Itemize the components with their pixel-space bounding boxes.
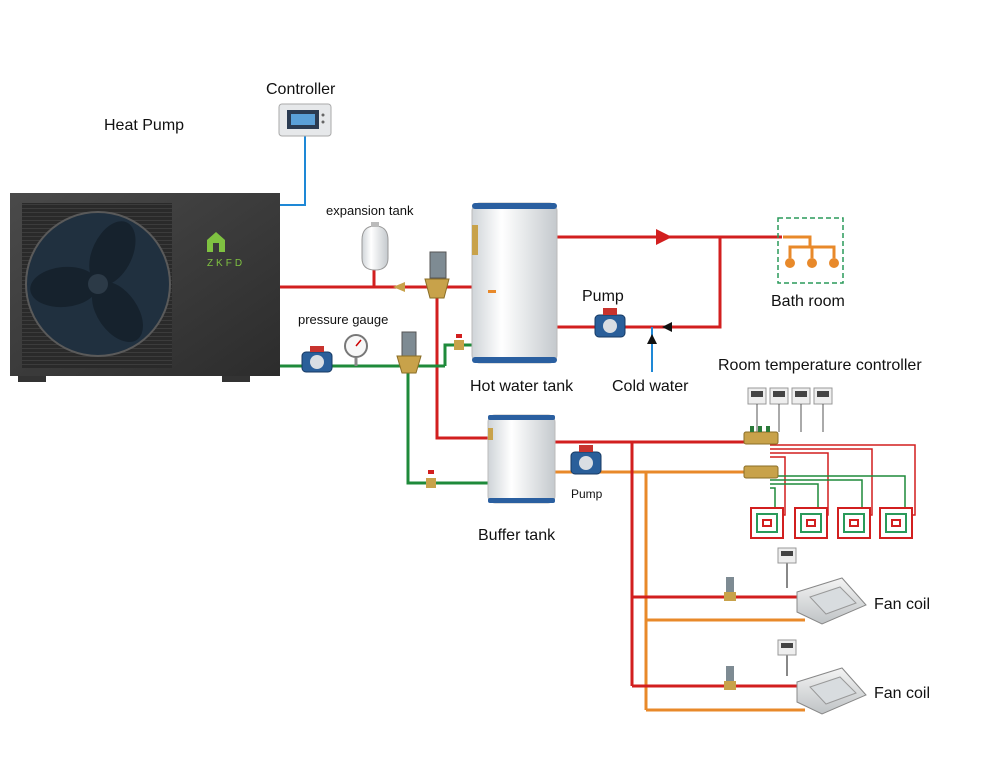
pipes	[275, 136, 916, 712]
bath-manifold	[783, 235, 812, 247]
pump-hot-water	[594, 308, 626, 338]
floor-coil-icon	[879, 507, 913, 539]
label-pump-bottom: Pump	[571, 487, 603, 501]
label-pressure-gauge: pressure gauge	[298, 312, 388, 327]
flow-arrow-return	[662, 322, 672, 332]
floor-heating-coils	[750, 507, 913, 539]
shower-head-icon	[785, 258, 839, 268]
room-thermostats	[747, 387, 833, 432]
fan-coil-thermostat-2	[777, 639, 797, 656]
label-pump-top: Pump	[582, 288, 624, 305]
ball-valve-1	[454, 334, 464, 350]
manifold-return	[743, 465, 779, 479]
floor-coil-icon	[794, 507, 828, 539]
label-cold-water: Cold water	[612, 378, 689, 395]
hot-water-tank	[471, 202, 558, 364]
floor-coil-icon	[750, 507, 784, 539]
label-fan-coil-2: Fan coil	[874, 685, 930, 702]
heat-pump-unit: ZKFD	[10, 193, 280, 382]
pump-buffer	[570, 445, 602, 475]
manifold-supply	[743, 426, 779, 445]
fan-coil-unit-1	[796, 577, 867, 625]
fan-coil-unit-2	[796, 667, 867, 715]
pipe-supply-to-buffer	[435, 292, 492, 440]
pipe-bath-return	[557, 237, 722, 329]
thermostat-icon	[813, 387, 833, 405]
floor-loops-return	[770, 475, 906, 508]
brand-logo-text: ZKFD	[207, 258, 245, 269]
buffer-tank	[487, 414, 556, 504]
thermostat-icon	[791, 387, 811, 405]
fan2-valve	[724, 666, 736, 690]
label-fan-coil-1: Fan coil	[874, 596, 930, 613]
pump-heat-pump-return	[301, 346, 333, 373]
label-heat-pump: Heat Pump	[104, 117, 184, 134]
three-way-valve-top	[424, 251, 450, 299]
flow-arrow-hot	[656, 229, 672, 245]
ball-valve-2	[426, 470, 436, 488]
controller-device	[278, 103, 332, 137]
check-valve-1	[393, 282, 405, 292]
label-room-temp-controller: Room temperature controller	[718, 357, 922, 374]
brand-logo: ZKFD	[207, 232, 245, 269]
pipe-return-to-buffer	[406, 370, 492, 485]
expansion-tank	[361, 222, 389, 271]
thermostat-icon	[769, 387, 789, 405]
label-buffer-tank: Buffer tank	[478, 527, 556, 544]
fan1-valve	[724, 577, 736, 601]
floor-coil-icon	[837, 507, 871, 539]
label-bath-room: Bath room	[771, 293, 845, 310]
flow-arrow-cold	[647, 334, 657, 344]
label-controller: Controller	[266, 81, 336, 98]
fan-blades-icon	[30, 221, 143, 342]
pressure-gauge	[344, 334, 368, 366]
fan-coil-thermostat-1	[777, 547, 797, 564]
thermostat-icon	[747, 387, 767, 405]
controller-cable	[280, 136, 306, 206]
bath-room-box	[777, 217, 844, 284]
three-way-valve-bottom	[396, 331, 422, 374]
label-hot-water-tank: Hot water tank	[470, 378, 574, 395]
label-expansion-tank: expansion tank	[326, 203, 414, 218]
